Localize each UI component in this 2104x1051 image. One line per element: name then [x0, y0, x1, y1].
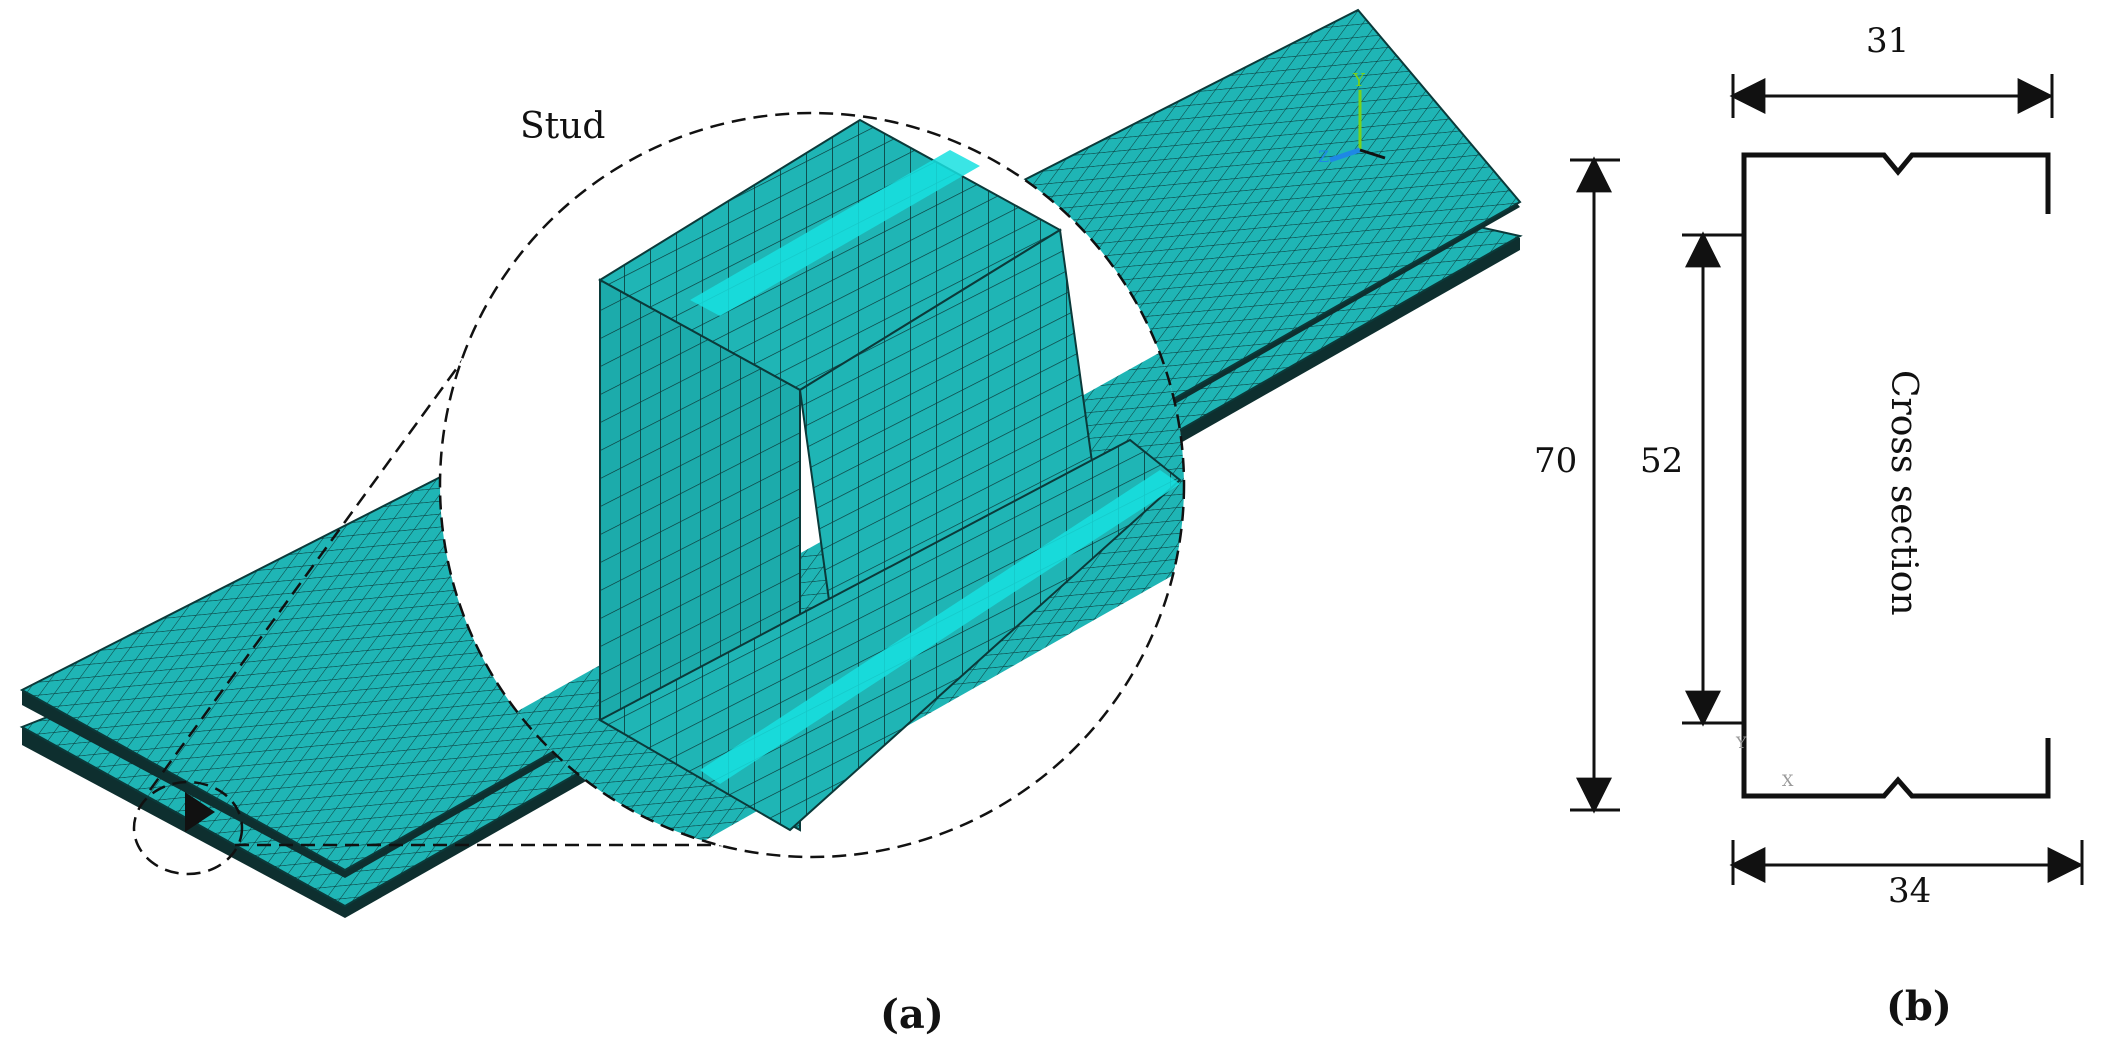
zoom-leader-top [148, 349, 472, 791]
stud-end-highlight [132, 780, 244, 876]
panel-a-label: (a) [880, 991, 944, 1038]
dim-bottom-value: 34 [1888, 871, 1931, 911]
dim-height-value: 70 [1534, 441, 1577, 481]
stud-label: Stud [520, 106, 605, 147]
dim-top-value: 31 [1866, 21, 1909, 61]
local-axis-x: X [1782, 771, 1794, 790]
panel-b-label: (b) [1886, 983, 1952, 1030]
stud-bottom-flange [597, 438, 1182, 832]
zoom-bubble [438, 111, 1186, 859]
section-outline [1741, 152, 2051, 799]
dim-inner-value: 52 [1640, 441, 1683, 481]
axis-y-letter: Y [1352, 70, 1366, 91]
stud-end-marker [185, 792, 215, 832]
global-axis-triad: Y Z [1318, 70, 1386, 166]
axis-z-letter: Z [1318, 147, 1329, 166]
cross-section-label: Cross section [1883, 370, 1924, 616]
stud-bottom-stiffener-highlight [700, 470, 1180, 784]
local-axis-y: Y [1735, 733, 1747, 752]
stud-top-stiffener-highlight [690, 150, 980, 316]
cross-section-drawing [1741, 152, 2051, 799]
